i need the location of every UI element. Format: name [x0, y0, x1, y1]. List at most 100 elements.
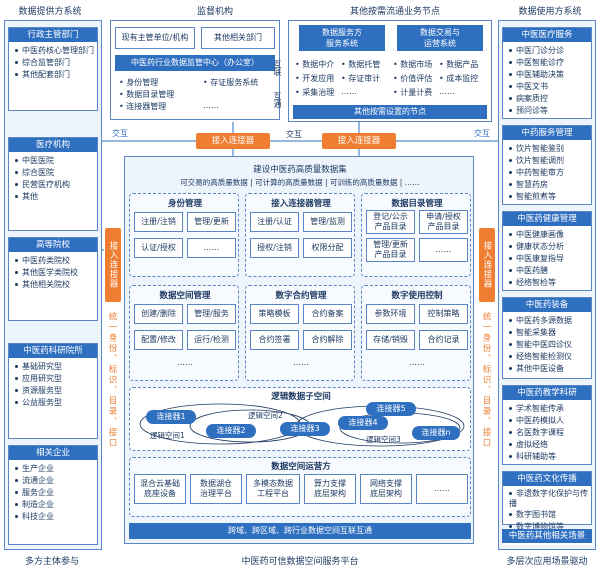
cell: 认证/授权	[134, 238, 183, 258]
list-item: 中医门诊分诊	[509, 45, 591, 57]
intercomm-label: 互通	[273, 92, 282, 108]
right-block-title: 中药服务管理	[503, 126, 591, 140]
cell: 申请/授权 产品目录	[419, 210, 468, 234]
other-item: • 价值评估	[393, 74, 433, 83]
list-item: 名医数字课程	[509, 427, 591, 439]
right-block-6: 中医药文化传播 非遗数字化保护与传播 数字图书馆 数字博物馆等	[502, 471, 592, 531]
list-item: 非遗数字化保护与传播	[509, 489, 588, 508]
left-block-title: 相关企业	[9, 446, 97, 460]
supervision-item: • 数据目录管理	[119, 90, 175, 99]
supervision-center: 中医药行业数据监管中心（办公室）	[115, 55, 275, 71]
left-block-title: 行政主管部门	[9, 28, 97, 42]
list-item: 应用研究型	[15, 373, 97, 385]
cell: 管理/监测	[303, 212, 352, 232]
list-item: 虚拟经络	[509, 439, 591, 451]
supervision-item: ……	[203, 101, 219, 110]
other-item: • 成本监控	[439, 74, 479, 83]
right-block-title: 中医药教学科研	[503, 386, 591, 400]
left-block-5: 相关企业 生产企业 流通企业 服务企业 制造企业 科技企业	[8, 445, 98, 545]
existing-authority-box: 现有主管单位/机构	[115, 27, 195, 49]
right-block-title: 中医药文化传播	[503, 472, 591, 486]
cell-more: ……	[177, 358, 193, 367]
logic-node: 连接器2	[206, 424, 256, 438]
cell: 创建/删除	[134, 304, 183, 324]
cell: 合约签署	[250, 330, 299, 350]
cell: 登记/公示 产品目录	[366, 210, 415, 234]
group-title: 身份管理	[167, 199, 202, 209]
left-block-4: 中医药科研院所 基础研究型 应用研究型 资源服务型 公益服务型	[8, 343, 98, 439]
ops-item: 多模态数据 工程平台	[246, 474, 300, 504]
logic-node: 连接器4	[338, 416, 388, 430]
other-item: • 数据产品	[439, 60, 479, 69]
right-block-7: 中医药其他相关场景	[502, 529, 592, 545]
list-item: 中医辅助决策	[509, 69, 591, 81]
left-block-1: 行政主管部门 中医药核心管理部门 综合监管部门 其他配套部门	[8, 27, 98, 111]
cell: 合约解除	[303, 330, 352, 350]
consumer-panel: 中医医疗服务 中医门诊分诊 中医智能诊疗 中医辅助决策 中医文书 病案质控 预问…	[498, 20, 596, 550]
ops-title: 数据空间运营方	[271, 462, 331, 472]
cell: 存储/销毁	[366, 330, 415, 350]
cell: 管理/更新	[187, 212, 236, 232]
list-item: 其他医学类院校	[15, 267, 97, 279]
list-item: 中医药膳	[509, 265, 591, 277]
left-block-3: 高等院校 中医药类院校 其他医学类院校 其他相关院校	[8, 237, 98, 321]
bottom-center-label: 中医药可信数据空间服务平台	[241, 557, 359, 567]
list-item: 制造企业	[15, 499, 97, 511]
bottom-right-label: 多层次应用场景驱动	[506, 557, 588, 567]
logic-node: 连接器1	[146, 410, 196, 424]
other-item: • 采集治理	[295, 88, 335, 97]
right-block-title: 中医药健康管理	[503, 212, 591, 226]
bottom-left-label: 多方主体参与	[24, 557, 79, 567]
list-item: 智能中医四诊仪	[509, 339, 591, 351]
cell: 管理/服务	[187, 304, 236, 324]
connector-top-left: 接入连接器	[196, 133, 270, 149]
service-system-box: 数据服务方 服务系统	[299, 25, 385, 51]
ops-item: 算力支撑 底层架构	[304, 474, 356, 504]
core-panel: 建设中医药高质量数据集 可交易的高质量数据 | 可计算的高质量数据 | 可训练的…	[124, 156, 474, 544]
right-block-2: 中药服务管理 饮片智能鉴别 饮片智能调剂 中药智能审方 智慧药房 智能煎煮等	[502, 125, 592, 205]
supervision-panel: 现有主管单位/机构 其他相关部门 中医药行业数据监管中心（办公室） • 身份管理…	[110, 20, 280, 120]
list-item: 中医药核心管理部门	[15, 45, 97, 57]
list-item: 预问诊等	[509, 105, 591, 117]
list-item: 智能采集器	[509, 327, 591, 339]
cell: 授权/注销	[250, 238, 299, 258]
other-item: • 数据中介	[295, 60, 335, 69]
group-title: 接入连接器管理	[271, 199, 331, 209]
list-item: 数字图书馆	[509, 509, 591, 521]
ops-item: 网络支撑 底层架构	[360, 474, 412, 504]
group-title: 数字合约管理	[275, 291, 327, 301]
group-connector-mgmt: 接入连接器管理 注册/认证 管理/监测 授权/注销 权限分配	[245, 193, 355, 277]
list-item: 病案质控	[509, 93, 591, 105]
left-block-title: 高等院校	[9, 238, 97, 252]
list-item: 综合医院	[15, 167, 97, 179]
list-item: 饮片智能鉴别	[509, 143, 591, 155]
connector-left: 接入连接器	[105, 228, 121, 302]
interact-left-label: 交互	[112, 129, 128, 138]
left-unified-text: 统一身份、标识、目录、接口	[107, 312, 117, 449]
group-title: 数据目录管理	[391, 199, 443, 209]
supervision-item: • 存证服务系统	[203, 78, 259, 87]
trading-system-box: 数据交易与 运营系统	[397, 25, 483, 51]
right-block-4: 中医药装备 中医药多源数据 智能采集器 智能中医四诊仪 经络智能检测仪 其他中医…	[502, 297, 592, 379]
logic-node: 连接器3	[280, 422, 330, 436]
list-item: 中医药模拟人	[509, 415, 591, 427]
list-item: 经络智能检测仪	[509, 351, 591, 363]
other-departments-box: 其他相关部门	[201, 27, 275, 49]
list-item: 中医健康画像	[509, 229, 591, 241]
interconn-label: 互联	[273, 60, 282, 76]
group-identity: 身份管理 注册/注销 管理/更新 认证/授权 ……	[129, 193, 239, 277]
list-item: 智慧药房	[509, 179, 591, 191]
right-block-3: 中医药健康管理 中医健康画像 健康状态分析 中医康复指导 中医药膳 经络智检等	[502, 211, 592, 291]
cell: 合约备案	[303, 304, 352, 324]
list-item: 基础研究型	[15, 361, 97, 373]
right-block-title: 中医医疗服务	[503, 28, 591, 42]
logic-node: 连接器n	[412, 426, 460, 440]
interact-label: 交互	[286, 130, 302, 139]
other-item: ……	[439, 87, 455, 96]
list-item: 其他配套部门	[15, 69, 97, 81]
cell: 注册/注销	[134, 212, 183, 232]
supervision-header: 监督机构	[196, 7, 233, 17]
list-item: 其他相关院校	[15, 279, 97, 291]
provider-panel: 行政主管部门 中医药核心管理部门 综合监管部门 其他配套部门 医疗机构 中医医院…	[4, 20, 102, 550]
interact-right-label: 交互	[474, 129, 490, 138]
